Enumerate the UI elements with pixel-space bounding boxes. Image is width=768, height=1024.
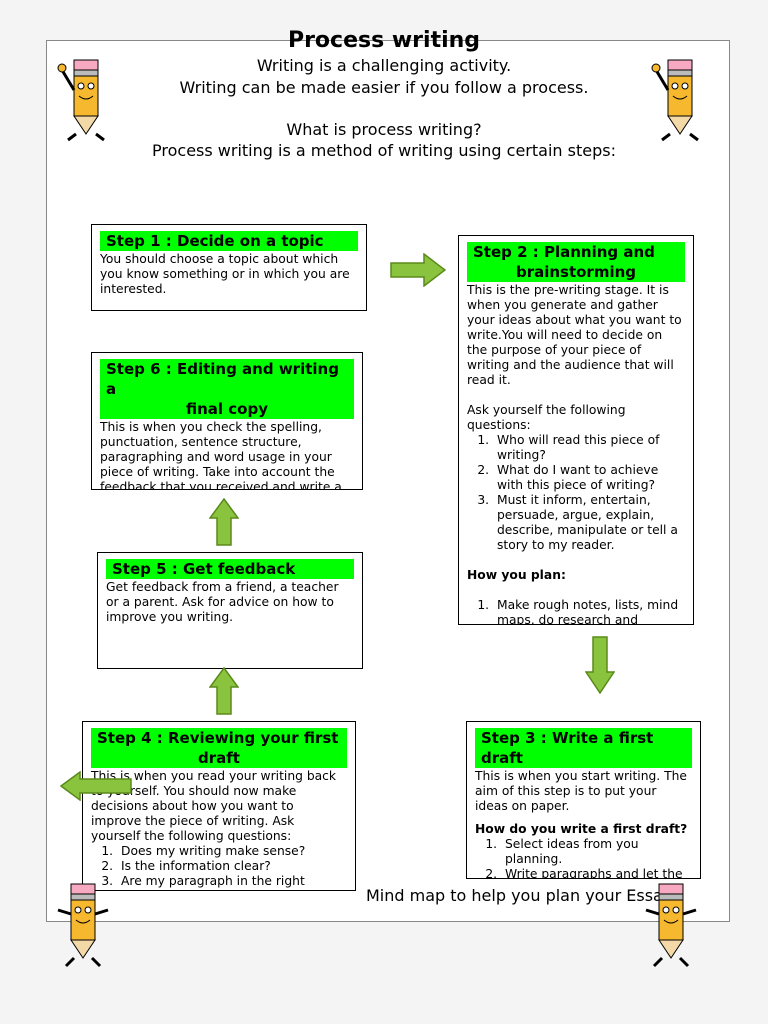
step6-heading-line1: Step 6 : Editing and writing a [106, 360, 339, 398]
mind-map-caption: Mind map to help you plan your Essay [366, 886, 673, 905]
list-item: Is the information clear? [117, 859, 347, 874]
step6-heading: Step 6 : Editing and writing a final cop… [100, 359, 354, 419]
step6-heading-line2: final copy [186, 400, 268, 418]
answer-line: Process writing is a method of writing u… [152, 141, 616, 160]
down-arrow-icon [585, 636, 615, 694]
step3-sub-heading: How do you write a first draft? [475, 822, 688, 836]
step3-list: Select ideas from you planning. Write pa… [475, 837, 692, 878]
step6-body: This is when you check the spelling, pun… [100, 420, 342, 490]
pencil-mascot-icon [57, 883, 109, 968]
up-arrow-icon [209, 667, 239, 715]
step4-heading-line2: draft [198, 749, 240, 767]
step3-box: Step 3 : Write a first draft This is whe… [466, 721, 701, 879]
step4-heading: Step 4 : Reviewing your first draft [91, 728, 347, 768]
step2-plan-heading: How you plan: [467, 568, 566, 582]
intro-line-2: Writing can be made easier if you follow… [179, 78, 589, 97]
step1-heading: Step 1 : Decide on a topic [100, 231, 358, 251]
list-item: Are my paragraph in the right [117, 874, 347, 889]
step4-heading-line1: Step 4 : Reviewing your first [97, 729, 339, 747]
step5-body: Get feedback from a friend, a teacher or… [106, 580, 339, 624]
list-item: Make rough notes, lists, mind maps, do r… [493, 598, 685, 624]
list-item: Who will read this piece of writing? [493, 433, 685, 463]
step2-heading-line1: Step 2 : Planning and [473, 243, 655, 261]
list-item: Write paragraphs and let the [501, 867, 692, 878]
step2-plan-list: Make rough notes, lists, mind maps, do r… [467, 598, 685, 624]
step4-box: Step 4 : Reviewing your first draft This… [82, 721, 356, 891]
step5-box: Step 5 : Get feedback Get feedback from … [97, 552, 363, 669]
up-arrow-icon [209, 498, 239, 546]
pencil-mascot-icon [57, 59, 105, 142]
step2-question-list: Who will read this piece of writing? Wha… [467, 433, 685, 553]
list-item: Select ideas from you planning. [501, 837, 692, 867]
pencil-mascot-icon [645, 883, 697, 968]
page-title: Process writing [287, 28, 481, 53]
list-item: Must it inform, entertain, persuade, arg… [493, 493, 685, 553]
step3-heading: Step 3 : Write a first draft [475, 728, 692, 768]
step4-list: Does my writing make sense? Is the infor… [91, 844, 347, 889]
step4-body: This is when you read your writing back … [91, 769, 337, 843]
step2-heading-line2: brainstorming [515, 263, 637, 281]
intro-line-1: Writing is a challenging activity. [256, 56, 512, 75]
step6-box: Step 6 : Editing and writing a final cop… [91, 352, 363, 490]
step2-body: This is the pre-writing stage. It is whe… [467, 283, 682, 387]
step1-box: Step 1 : Decide on a topic You should ch… [91, 224, 367, 311]
right-arrow-icon [390, 253, 446, 287]
step2-box: Step 2 : Planning and brainstorming This… [458, 235, 694, 625]
list-item: What do I want to achieve with this piec… [493, 463, 685, 493]
left-arrow-icon [60, 771, 132, 801]
question-line: What is process writing? [286, 120, 482, 139]
step2-ask: Ask yourself the following questions: [467, 403, 626, 432]
step5-heading: Step 5 : Get feedback [106, 559, 354, 579]
step2-heading: Step 2 : Planning and brainstorming [467, 242, 685, 282]
list-item: Does my writing make sense? [117, 844, 347, 859]
step1-body: You should choose a topic about which yo… [100, 252, 350, 296]
step3-body: This is when you start writing. The aim … [475, 769, 687, 813]
pencil-mascot-icon [651, 59, 699, 142]
